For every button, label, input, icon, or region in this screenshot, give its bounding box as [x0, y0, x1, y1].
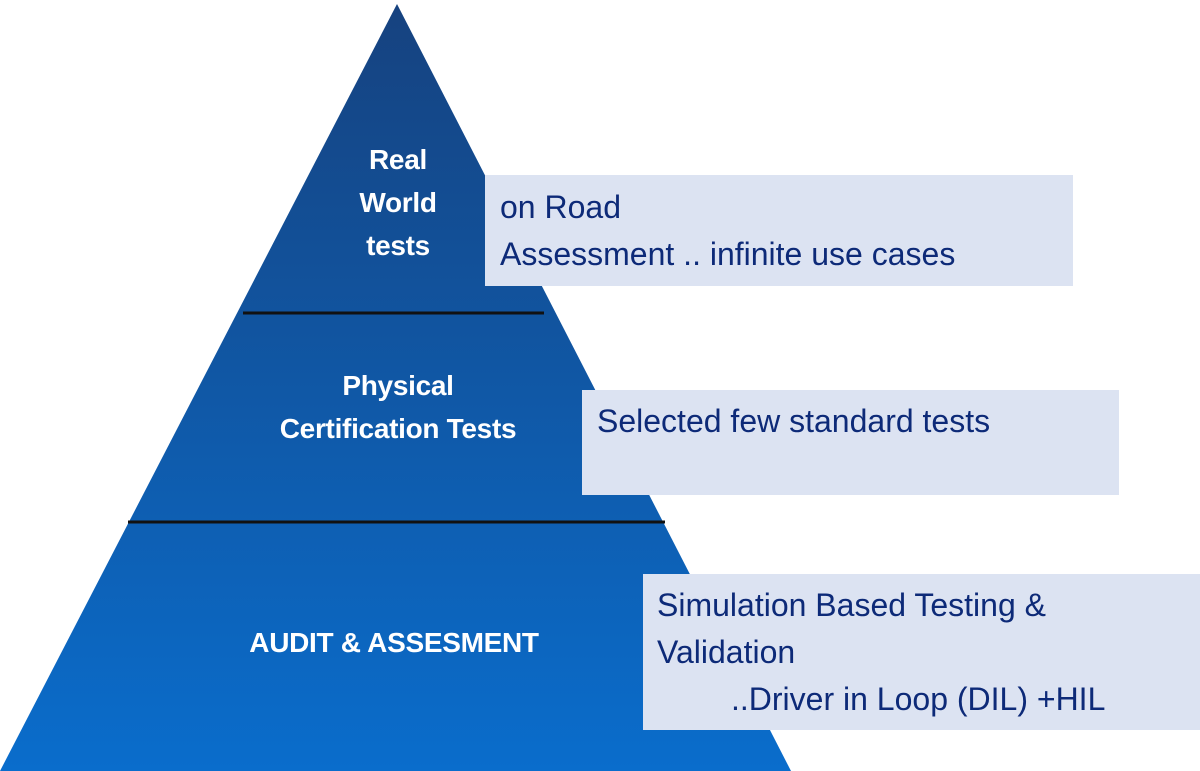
tier-label-line: tests: [366, 230, 430, 261]
tier-label-line: World: [359, 187, 437, 218]
description-line: Assessment .. infinite use cases: [500, 236, 956, 272]
tier-label-physical-certification-tests: Physical Certification Tests: [248, 364, 548, 450]
tier-label-line: AUDIT & ASSESMENT: [249, 627, 539, 658]
tier-label-real-world-tests: Real World tests: [318, 138, 478, 267]
description-line: ..Driver in Loop (DIL) +HIL: [731, 681, 1106, 717]
description-line: Validation: [657, 634, 796, 670]
tier-label-line: Real: [369, 144, 427, 175]
pyramid-shape: [0, 4, 791, 771]
description-box-real-world: on Road Assessment .. infinite use cases: [485, 175, 1073, 286]
tier-label-line: Certification Tests: [279, 413, 517, 444]
description-line: Simulation Based Testing &: [657, 587, 1046, 623]
description-box-audit-assessment: Simulation Based Testing & Validation ..…: [643, 574, 1200, 730]
tier-label-audit-assessment: AUDIT & ASSESMENT: [214, 621, 574, 664]
description-box-physical-certification: Selected few standard tests: [582, 390, 1119, 495]
tier-label-line: Physical: [342, 370, 454, 401]
description-line: on Road: [500, 189, 621, 225]
description-line: Selected few standard tests: [597, 403, 991, 439]
